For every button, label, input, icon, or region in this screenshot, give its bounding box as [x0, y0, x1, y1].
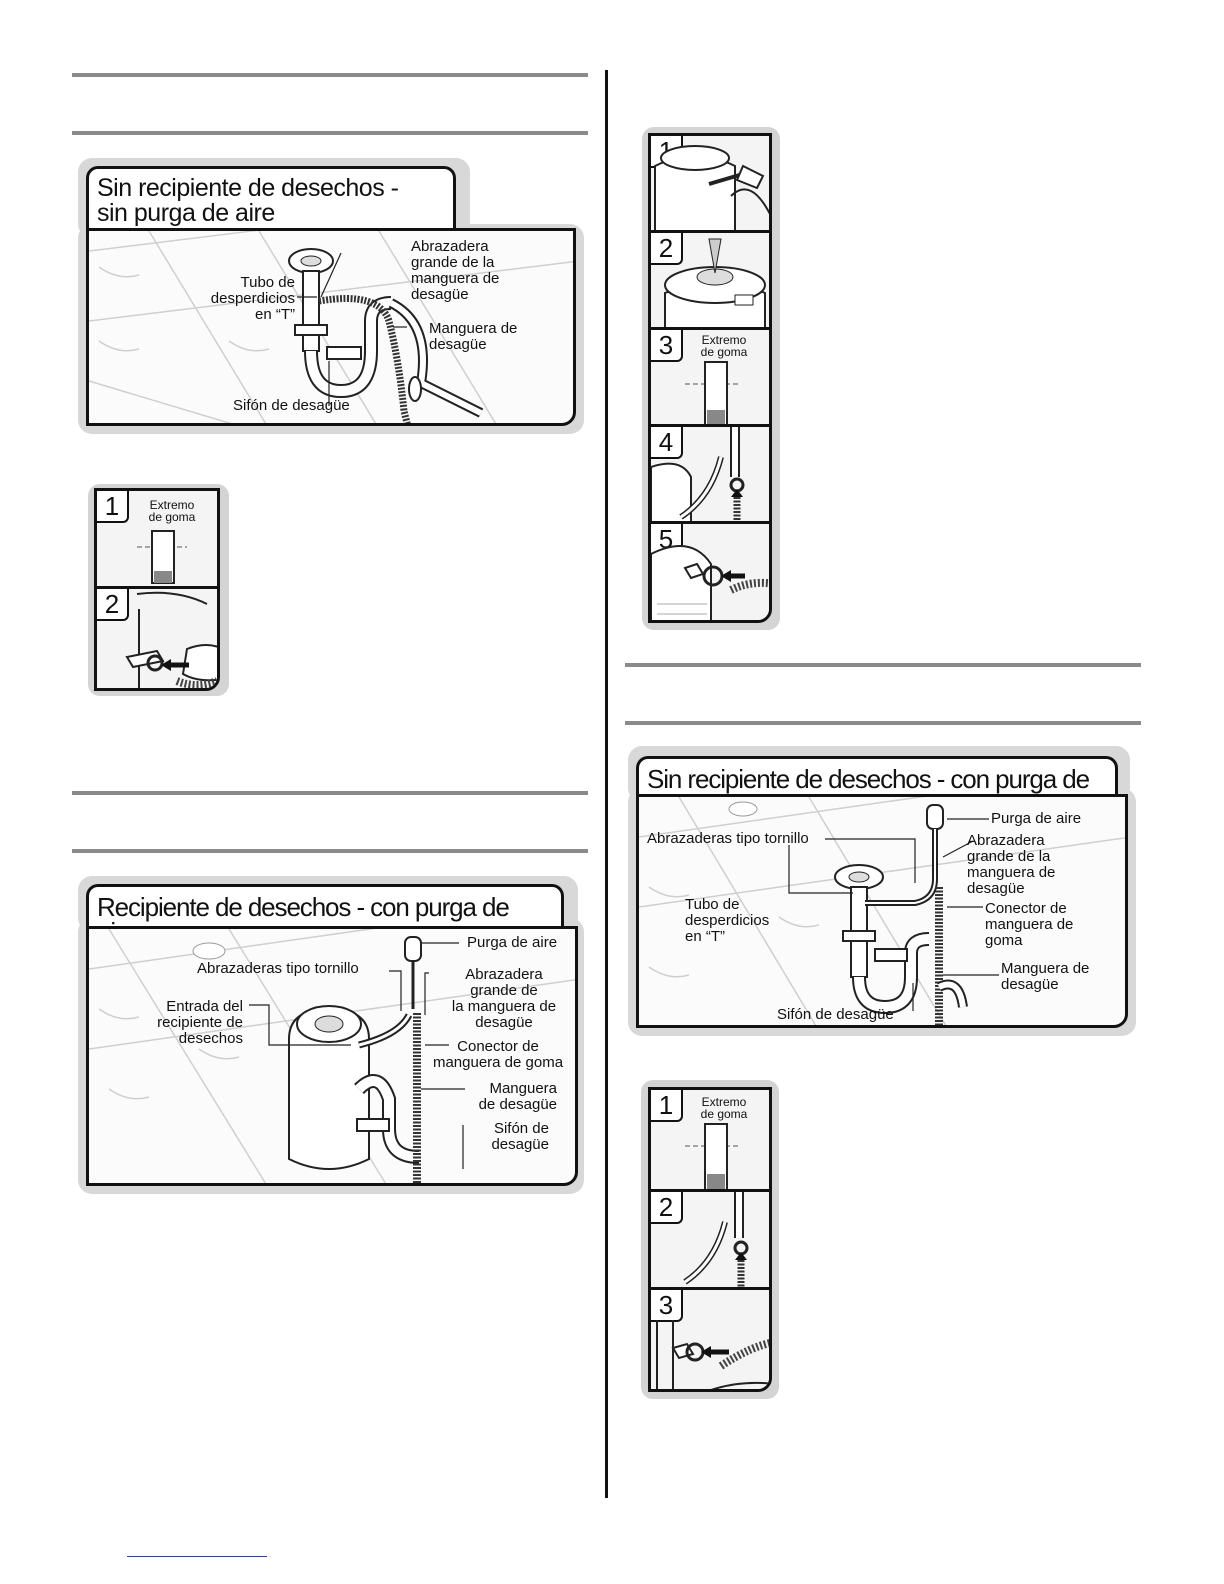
label-large-hose-clamp: Abrazadera grande de la manguera de desa… — [411, 238, 500, 303]
diagram-no-disposer-no-airgap: Sin recipiente de desechos - sin purga d… — [78, 158, 584, 434]
hose-attach-illustration — [125, 591, 217, 688]
section-rule — [72, 73, 588, 77]
step-panel: 1 Extremo de goma — [97, 491, 217, 589]
diagram-title-line1: Sin recipiente de desechos - — [97, 174, 399, 202]
column-divider — [605, 70, 608, 1498]
step-number: 4 — [651, 427, 683, 459]
diagram-title: Sin recipiente de desechos - con purga d… — [636, 756, 1118, 817]
step-panel: 3 Extremo de goma — [651, 330, 769, 427]
knockout-illustration — [654, 145, 769, 230]
step-panel: 2 — [651, 233, 769, 330]
step-panel: 2 — [651, 1192, 769, 1290]
clamp-hose-illustration — [651, 427, 745, 521]
attach-to-tee-illustration — [656, 1320, 769, 1389]
label-screw-clamps: Abrazaderas tipo tornillo — [647, 830, 809, 847]
step-number: 1 — [97, 491, 129, 523]
step-number: 3 — [651, 1290, 683, 1322]
diagram-disposer-airgap: Recipiente de desechos - con purga de ai… — [78, 876, 584, 1194]
label-drain-trap: Sifón de desagüe — [233, 397, 350, 414]
footer-link-underline — [127, 1556, 267, 1557]
clamp-hose-illustration — [683, 1192, 749, 1287]
rubber-end-illustration — [137, 530, 187, 584]
label-screw-clamps: Abrazaderas tipo tornillo — [197, 960, 359, 977]
steps-b: 1 2 3 Extremo de goma 4 — [648, 133, 772, 623]
rubber-end-label: Extremo de goma — [700, 1095, 748, 1121]
step-number: 3 — [651, 330, 683, 362]
attach-to-disposer-illustration — [651, 545, 769, 620]
diagram-illustration: Purga de aire Abrazaderas tipo tornillo … — [636, 794, 1128, 1028]
rubber-end-illustration — [685, 361, 741, 424]
step-panel: 4 — [651, 427, 769, 524]
label-air-gap: Purga de aire — [991, 810, 1082, 827]
step-panel: 3 — [651, 1290, 769, 1389]
diagram-title: Sin recipiente de desechos - sin purga d… — [86, 166, 456, 232]
step-number: 1 — [651, 1090, 683, 1122]
plumbing-illustration — [89, 231, 573, 423]
label-rubber-hose-connector: Conector de manguera de goma — [985, 900, 1074, 949]
step-panel: 1 — [651, 136, 769, 233]
plumbing-illustration — [89, 929, 575, 1183]
step-panel: 2 — [97, 589, 217, 688]
label-waste-tee: Tubo de desperdicios en “T” — [210, 274, 295, 323]
label-air-gap: Purga de aire — [467, 934, 558, 951]
remove-plug-illustration — [664, 238, 766, 327]
diagram-title: Recipiente de desechos - con purga de ai… — [86, 884, 564, 945]
step-panel: 1 Extremo de goma — [651, 1090, 769, 1192]
section-rule — [72, 131, 588, 135]
diagram-no-disposer-airgap: Sin recipiente de desechos - con purga d… — [628, 746, 1136, 1036]
step-number: 2 — [651, 233, 683, 265]
label-large-hose-clamp: Abrazadera grande de la manguera de desa… — [967, 832, 1056, 897]
step-number: 2 — [97, 589, 129, 621]
steps-a: 1 Extremo de goma 2 — [94, 488, 220, 691]
step-number: 2 — [651, 1192, 683, 1224]
step-panel: 5 — [651, 524, 769, 620]
label-large-hose-clamp: Abrazadera grande de la manguera de desa… — [451, 966, 557, 1031]
section-rule — [72, 791, 588, 795]
label-drain-hose: Manguera de desagüe — [1001, 960, 1090, 993]
label-drain-hose: Manguera de desagüe — [478, 1080, 557, 1113]
label-waste-tee: Tubo de desperdicios en “T” — [685, 896, 770, 945]
diagram-title-line2: sin purga de aire — [97, 199, 275, 227]
section-rule — [625, 721, 1141, 725]
steps-c: 1 Extremo de goma 2 3 — [648, 1087, 772, 1392]
label-disposer-inlet: Entrada del recipiente de desechos — [157, 998, 243, 1047]
label-rubber-hose-connector: Conector de manguera de goma — [432, 1038, 564, 1071]
diagram-illustration: Purga de aire Abrazaderas tipo tornillo … — [86, 926, 578, 1186]
label-drain-trap: Sifón de desagüe — [777, 1006, 894, 1023]
rubber-end-label: Extremo de goma — [700, 333, 748, 359]
rubber-end-label: Extremo de goma — [148, 498, 196, 524]
section-rule — [625, 663, 1141, 667]
diagram-illustration: Abrazadera grande de la manguera de desa… — [86, 228, 576, 426]
section-rule — [72, 849, 588, 853]
label-drain-trap: Sifón de desagüe — [491, 1120, 549, 1153]
plumbing-illustration — [639, 797, 1125, 1025]
rubber-end-illustration — [685, 1123, 741, 1189]
label-drain-hose: Manguera de desagüe — [429, 320, 518, 353]
